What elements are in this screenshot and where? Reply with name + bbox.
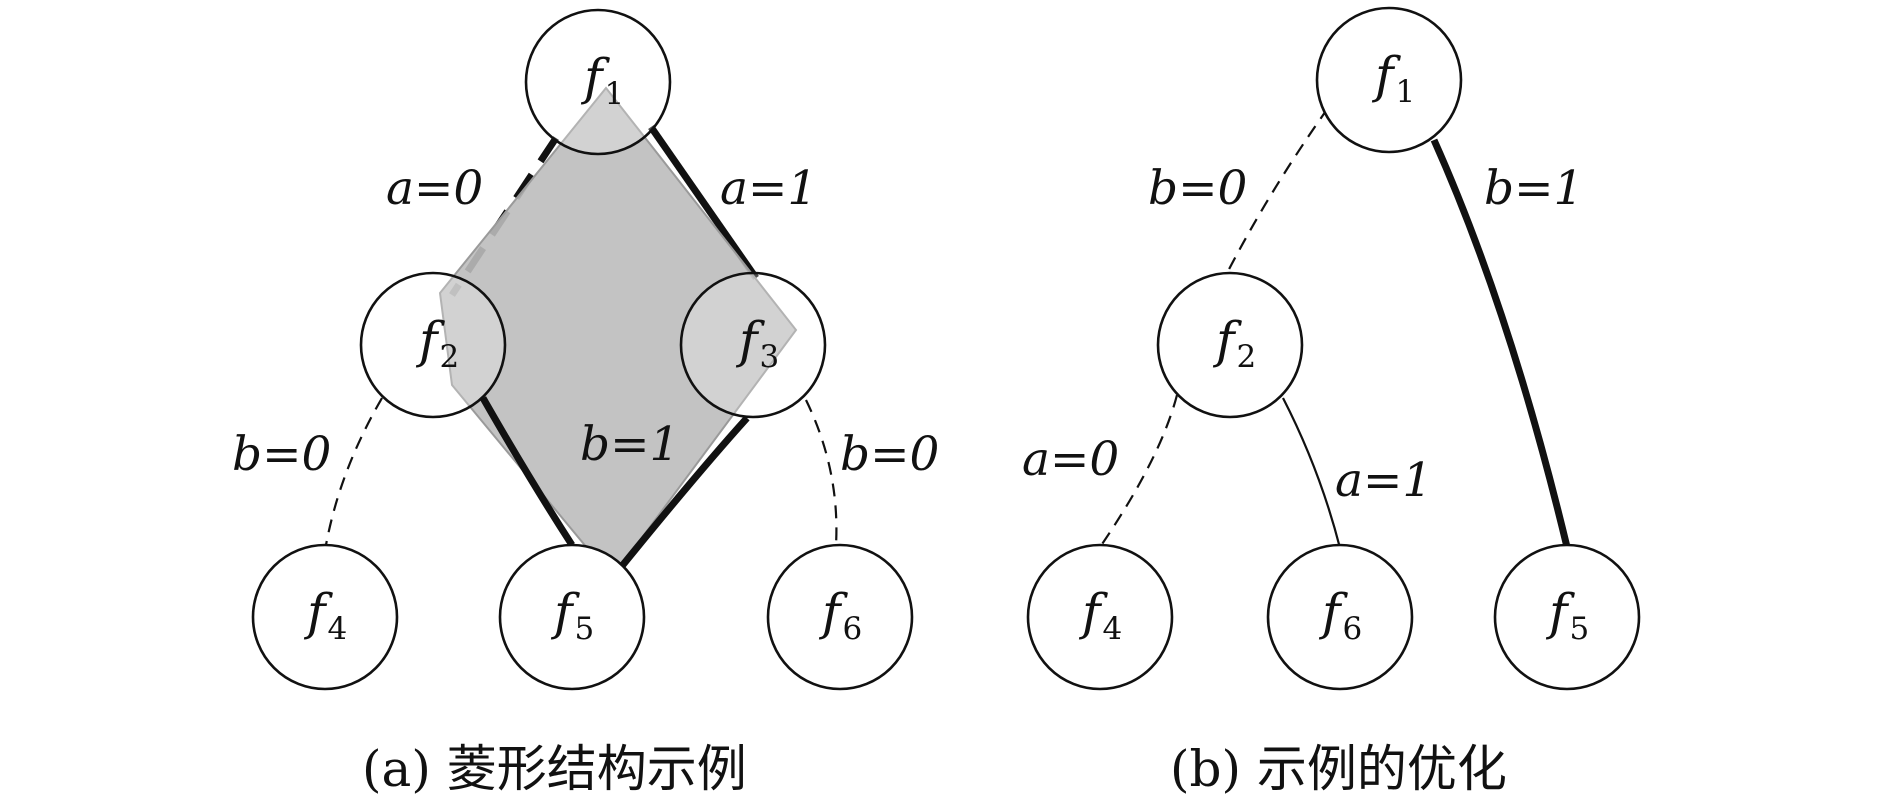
- node-f6-right: f6: [1266, 543, 1414, 691]
- left-panel: f1 f2 f3 f4 f5 f6 a=0 a=1 b=0 b=1 b=0 (a…: [232, 8, 939, 798]
- node-f5-right: f5: [1493, 543, 1641, 691]
- node-f6-left-index: 6: [843, 611, 863, 647]
- caption-left: (a) 菱形结构示例: [362, 740, 747, 798]
- label-left-f3-f6: b=0: [840, 427, 939, 482]
- label-right-f2-f4: a=0: [1022, 432, 1119, 487]
- label-right-f1-f5: b=1: [1484, 161, 1583, 216]
- node-f2-left-index: 2: [440, 339, 460, 375]
- node-f6-left: f6: [766, 543, 914, 691]
- svg-text:f2: f2: [415, 311, 459, 375]
- label-left-diamond-bottom: b=1: [580, 417, 679, 472]
- right-panel: f1 f2 f4 f6 f5 b=0 b=1 a=0 a=1 (b) 示例的优化: [1022, 6, 1641, 798]
- label-left-f1-f2: a=0: [386, 161, 483, 216]
- node-f4-right-index: 4: [1103, 611, 1123, 647]
- label-right-f1-f2: b=0: [1148, 161, 1247, 216]
- node-f4-left-index: 4: [328, 611, 348, 647]
- node-f3-left-index: 3: [760, 339, 780, 375]
- edge-r-f2-f6-solid: [1282, 397, 1342, 549]
- edge-f1-f3-solid: [648, 125, 759, 280]
- label-right-f2-f6: a=1: [1335, 453, 1432, 508]
- node-f4-right: f4: [1026, 543, 1174, 691]
- edge-r-f1-f2-dashed: [1225, 107, 1329, 276]
- node-f5-left-index: 5: [575, 611, 595, 647]
- node-f3-left: f3: [679, 271, 827, 419]
- label-left-f2-f4: b=0: [232, 427, 331, 482]
- edge-r-f2-f4-dashed: [1097, 394, 1179, 551]
- node-f2-left: f2: [359, 271, 507, 419]
- edge-f2-f4-dashed: [324, 397, 383, 546]
- caption-right: (b) 示例的优化: [1170, 740, 1507, 798]
- edge-f3-f6-dashed: [805, 399, 838, 546]
- label-left-f1-f3: a=1: [720, 161, 817, 216]
- node-f1-left-index: 1: [605, 76, 625, 112]
- svg-text:f5: f5: [1545, 583, 1589, 647]
- edge-r-f1-f5-solid: [1430, 138, 1571, 548]
- svg-text:f1: f1: [580, 48, 624, 112]
- node-f6-right-index: 6: [1343, 611, 1363, 647]
- svg-text:f1: f1: [1371, 46, 1415, 110]
- node-f4-left: f4: [251, 543, 399, 691]
- node-f1-right: f1: [1315, 6, 1463, 154]
- node-f1-right-index: 1: [1396, 74, 1416, 110]
- node-f5-right-index: 5: [1570, 611, 1590, 647]
- node-f2-right: f2: [1156, 271, 1304, 419]
- edge-f2-f5-solid: [479, 396, 575, 547]
- edge-f3-f5-solid: [619, 415, 750, 569]
- node-f2-right-index: 2: [1237, 339, 1257, 375]
- svg-text:f4: f4: [1078, 583, 1122, 647]
- node-f5-left: f5: [498, 543, 646, 691]
- node-f1-left: f1: [524, 8, 672, 156]
- svg-text:f5: f5: [550, 583, 594, 647]
